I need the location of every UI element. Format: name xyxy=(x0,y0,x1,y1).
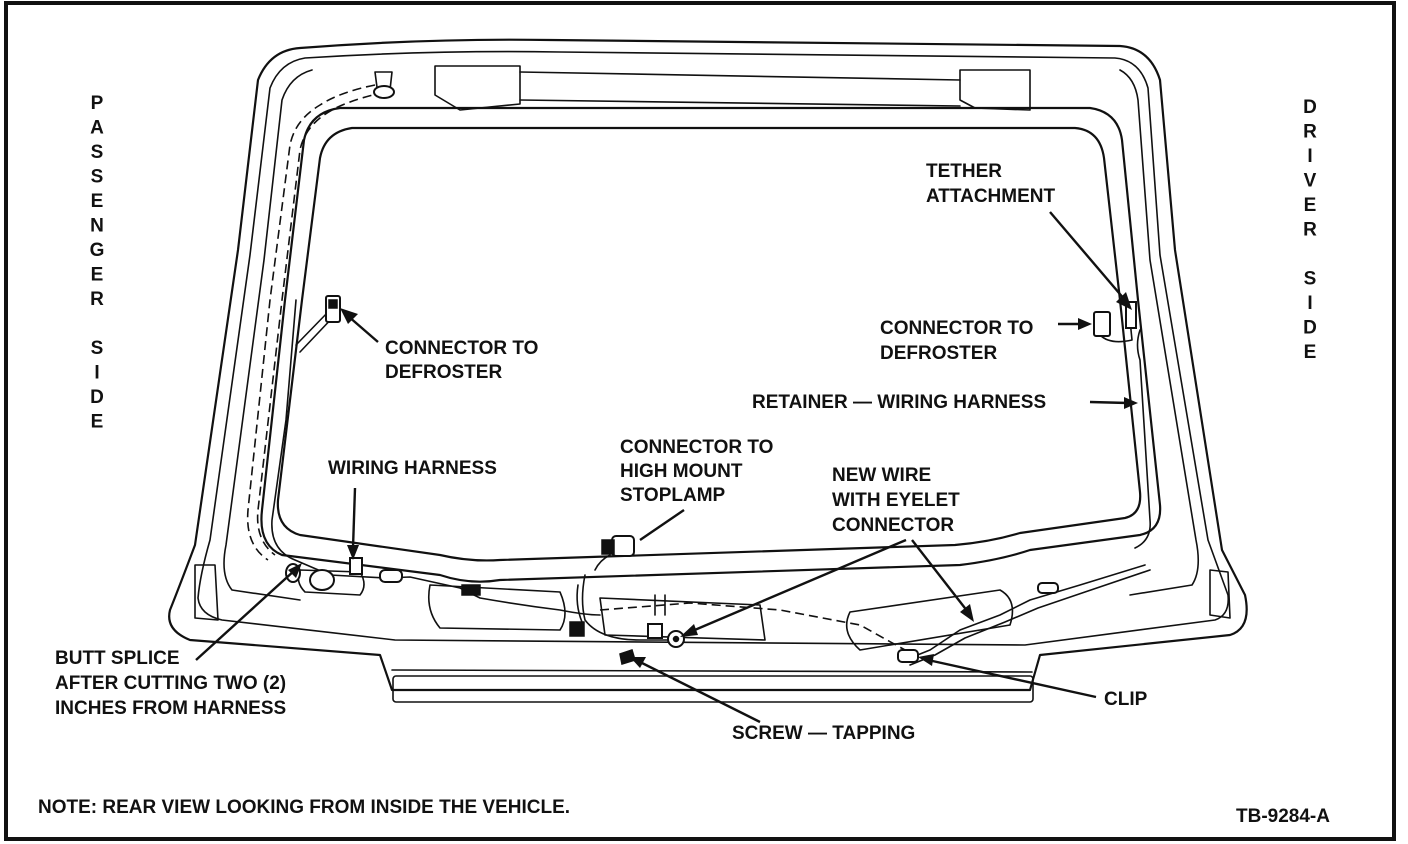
callout-line: CONNECTOR TO xyxy=(385,338,538,359)
note-text: NOTE: REAR VIEW LOOKING FROM INSIDE THE … xyxy=(38,797,570,818)
callout-retainer: RETAINER — WIRING HARNESS xyxy=(752,392,1046,413)
side-label-letter: E xyxy=(1304,342,1317,363)
side-label-letter: I xyxy=(1307,293,1312,314)
side-label-letter: A xyxy=(90,118,104,139)
callout-line: BUTT SPLICE xyxy=(55,648,180,669)
callout-line: INCHES FROM HARNESS xyxy=(55,698,286,719)
callout-line: STOPLAMP xyxy=(620,485,726,506)
callout-line: NEW WIRE xyxy=(832,465,931,486)
callout-line: AFTER CUTTING TWO (2) xyxy=(55,673,286,694)
side-label-letter: S xyxy=(1304,269,1317,290)
callout-line: TETHER xyxy=(926,161,1002,182)
side-label-letter: S xyxy=(91,142,104,163)
side-label-letter: I xyxy=(1307,146,1312,167)
callout-connector-stoplamp: CONNECTOR TO HIGH MOUNT STOPLAMP xyxy=(620,437,773,506)
leader-arrows xyxy=(195,211,1138,724)
figure-border xyxy=(4,1,1396,841)
callout-line: CONNECTOR xyxy=(832,515,954,536)
side-label-letter: R xyxy=(1303,122,1317,143)
callout-line: CONNECTOR TO xyxy=(620,437,773,458)
callout-clip: CLIP xyxy=(1104,689,1148,710)
callout-line: DEFROSTER xyxy=(880,343,997,364)
callout-wiring-harness: WIRING HARNESS xyxy=(328,458,497,479)
side-label-letter: E xyxy=(91,265,104,286)
figure-id: TB-9284-A xyxy=(1236,806,1330,827)
callout-connector-defroster-right: CONNECTOR TO DEFROSTER xyxy=(880,318,1033,364)
side-label-letter: N xyxy=(90,216,104,237)
callout-line: DEFROSTER xyxy=(385,362,502,383)
wiring-harness-lines xyxy=(246,84,1152,666)
side-label-letter: R xyxy=(90,289,104,310)
connectors-and-parts xyxy=(285,71,1137,665)
side-label-letter: P xyxy=(91,93,104,114)
callout-line: WITH EYELET xyxy=(832,490,960,511)
callout-butt-splice: BUTT SPLICE AFTER CUTTING TWO (2) INCHES… xyxy=(55,648,286,719)
callout-line: CONNECTOR TO xyxy=(880,318,1033,339)
side-label-letter: S xyxy=(91,338,104,359)
side-label-letter: G xyxy=(90,240,105,261)
side-label-letter: V xyxy=(1304,171,1317,192)
side-label-letter: D xyxy=(90,387,104,408)
side-label-letter: I xyxy=(94,363,99,384)
side-label-letter: R xyxy=(1303,220,1317,241)
callout-new-wire: NEW WIRE WITH EYELET CONNECTOR xyxy=(832,465,960,536)
side-label-letter: E xyxy=(91,191,104,212)
liftgate-outline xyxy=(168,38,1248,703)
callout-connector-defroster-left: CONNECTOR TO DEFROSTER xyxy=(385,338,538,383)
side-label-letter: E xyxy=(1304,195,1317,216)
side-label-letter: S xyxy=(91,167,104,188)
side-label-letter: D xyxy=(1303,97,1317,118)
callout-screw: SCREW — TAPPING xyxy=(732,723,915,744)
callout-tether-attachment: TETHER ATTACHMENT xyxy=(926,161,1055,207)
side-label-letter: E xyxy=(91,412,104,433)
callout-line: ATTACHMENT xyxy=(926,186,1055,207)
side-label-letter: D xyxy=(1303,318,1317,339)
callout-line: HIGH MOUNT xyxy=(620,461,743,482)
